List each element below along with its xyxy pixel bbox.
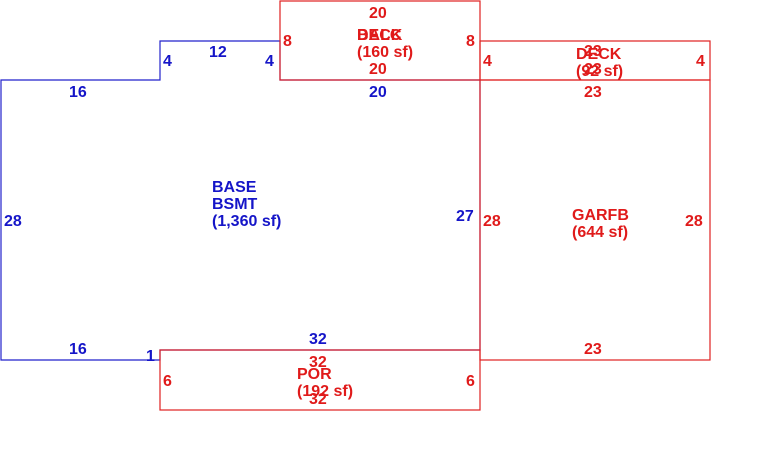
dim-por-bottom: 32 [309,391,327,408]
dim-base-left: 28 [4,213,22,230]
porch-area: (192 sf) [297,383,353,400]
base-label-line1: BASE [212,179,257,196]
dim-gar-left: 28 [483,213,501,230]
porch-name: POR [297,366,332,383]
dim-base-bottom: 32 [309,331,327,348]
garage-area: (644 sf) [572,224,628,241]
dim-base-right: 27 [456,208,474,225]
dim-base-bottom-step: 1 [146,348,155,365]
dim-balc-left: 8 [283,33,292,50]
dim-gar-top: 23 [584,84,602,101]
dim-balc-bottom: 20 [369,61,387,78]
deck-area: (92 sf) [576,63,623,80]
base-label-area: (1,360 sf) [212,213,281,230]
dim-por-left: 6 [163,373,172,390]
dim-gar-bottom: 23 [584,341,602,358]
deck-top-name: DECK [357,27,403,44]
dim-balc-top: 20 [369,5,387,22]
dim-gar-right: 28 [685,213,703,230]
dim-por-top: 32 [309,354,327,371]
garage-name: GARFB [572,207,629,224]
base-label-line2: BSMT [212,196,258,213]
dim-base-step-up: 4 [163,53,172,70]
deck-name: DECK [576,46,622,63]
balcony-name: BALC [357,27,402,44]
dim-base-top-left: 16 [69,84,87,101]
dim-deck-left: 4 [483,53,492,70]
porch-outline [159,349,481,411]
balcony-area: (160 sf) [357,44,413,61]
dim-por-right: 6 [466,373,475,390]
dim-deck-top-a: 23 [584,43,602,60]
dim-base-notch-top: 12 [209,44,227,61]
dim-deck-right: 4 [696,53,705,70]
dim-base-inner-top: 20 [369,84,387,101]
dim-base-bottom-left: 16 [69,341,87,358]
dim-base-notch-right: 4 [265,53,274,70]
dim-deck-top-b: 23 [584,61,602,78]
garage-outline [479,79,711,361]
dim-balc-right: 8 [466,33,475,50]
